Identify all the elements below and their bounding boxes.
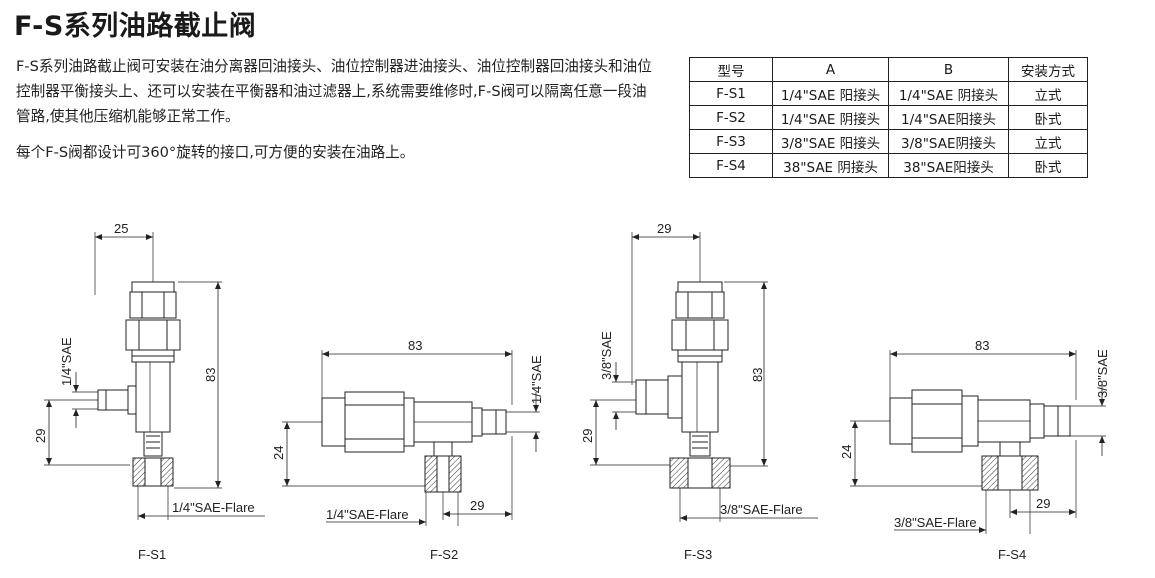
cell-a: 38"SAE 阴接头	[772, 153, 889, 178]
fs1-port-a: 1/4"SAE	[59, 337, 74, 386]
fs2-height: 24	[271, 446, 286, 460]
table-row: F-S4 38"SAE 阴接头 38"SAE阳接头 卧式	[689, 153, 1088, 178]
fs3-caption: F-S3	[684, 547, 712, 562]
fs2-port-b: 1/4"SAE-Flare	[326, 507, 409, 522]
fs1-height: 83	[203, 368, 218, 382]
cell-model: F-S1	[689, 81, 773, 106]
fs4-length: 83	[975, 338, 989, 353]
cell-a: 3/8"SAE 阳接头	[772, 129, 889, 154]
spec-table: 型号 A B 安装方式 F-S1 1/4"SAE 阳接头 1/4"SAE 阴接头…	[689, 57, 1088, 178]
fs3-side-height: 29	[580, 429, 595, 443]
fs1-port-b: 1/4"SAE-Flare	[172, 500, 255, 515]
fs3-top-width: 29	[657, 221, 671, 236]
drawing-fs1	[44, 232, 265, 520]
fs1-caption: F-S1	[138, 547, 166, 562]
drawing-fs4	[850, 350, 1106, 534]
fs4-height: 24	[839, 445, 854, 459]
fs3-port-a: 3/8"SAE	[599, 331, 614, 380]
fs4-caption: F-S4	[998, 547, 1026, 562]
table-row: F-S3 3/8"SAE 阳接头 3/8"SAE阴接头 立式	[689, 129, 1088, 154]
table-row: F-S2 1/4"SAE 阴接头 1/4"SAE阳接头 卧式	[689, 105, 1088, 130]
cell-b: 38"SAE阳接头	[888, 153, 1009, 178]
cell-b: 1/4"SAE 阴接头	[888, 81, 1009, 106]
cell-mount: 立式	[1008, 81, 1088, 106]
cell-model: F-S4	[689, 153, 773, 178]
product-description: F-S系列油路截止阀可安装在油分离器回油接头、油位控制器进油接头、油位控制器回油…	[16, 58, 652, 125]
fs3-port-b: 3/8"SAE-Flare	[720, 502, 803, 517]
fs2-caption: F-S2	[430, 547, 458, 562]
page-title: F-S系列油路截止阀	[14, 11, 257, 42]
fs1-side-height: 29	[33, 429, 48, 443]
spec-table-header: 型号 A B 安装方式	[689, 57, 1088, 82]
fs4-port-b: 3/8"SAE-Flare	[894, 515, 977, 530]
fs1-top-width: 25	[114, 221, 128, 236]
cell-model: F-S3	[689, 129, 773, 154]
cell-mount: 卧式	[1008, 105, 1088, 130]
cell-a: 1/4"SAE 阴接头	[772, 105, 889, 130]
cell-model: F-S2	[689, 105, 773, 130]
drawing-fs3	[590, 232, 818, 522]
fs2-offset: 29	[470, 498, 484, 513]
drawing-fs2	[282, 350, 540, 526]
fs2-length: 83	[408, 338, 422, 353]
fs4-offset: 29	[1036, 496, 1050, 511]
header-mount: 安装方式	[1008, 57, 1088, 82]
fs2-port-a: 1/4"SAE	[529, 355, 544, 404]
cell-mount: 卧式	[1008, 153, 1088, 178]
rotation-note: 每个F-S阀都设计可360°旋转的接口,可方便的安装在油路上。	[16, 144, 415, 161]
cell-b: 1/4"SAE阳接头	[888, 105, 1009, 130]
fs4-port-a: 3/8"SAE	[1095, 349, 1110, 398]
fs3-height: 83	[750, 368, 765, 382]
